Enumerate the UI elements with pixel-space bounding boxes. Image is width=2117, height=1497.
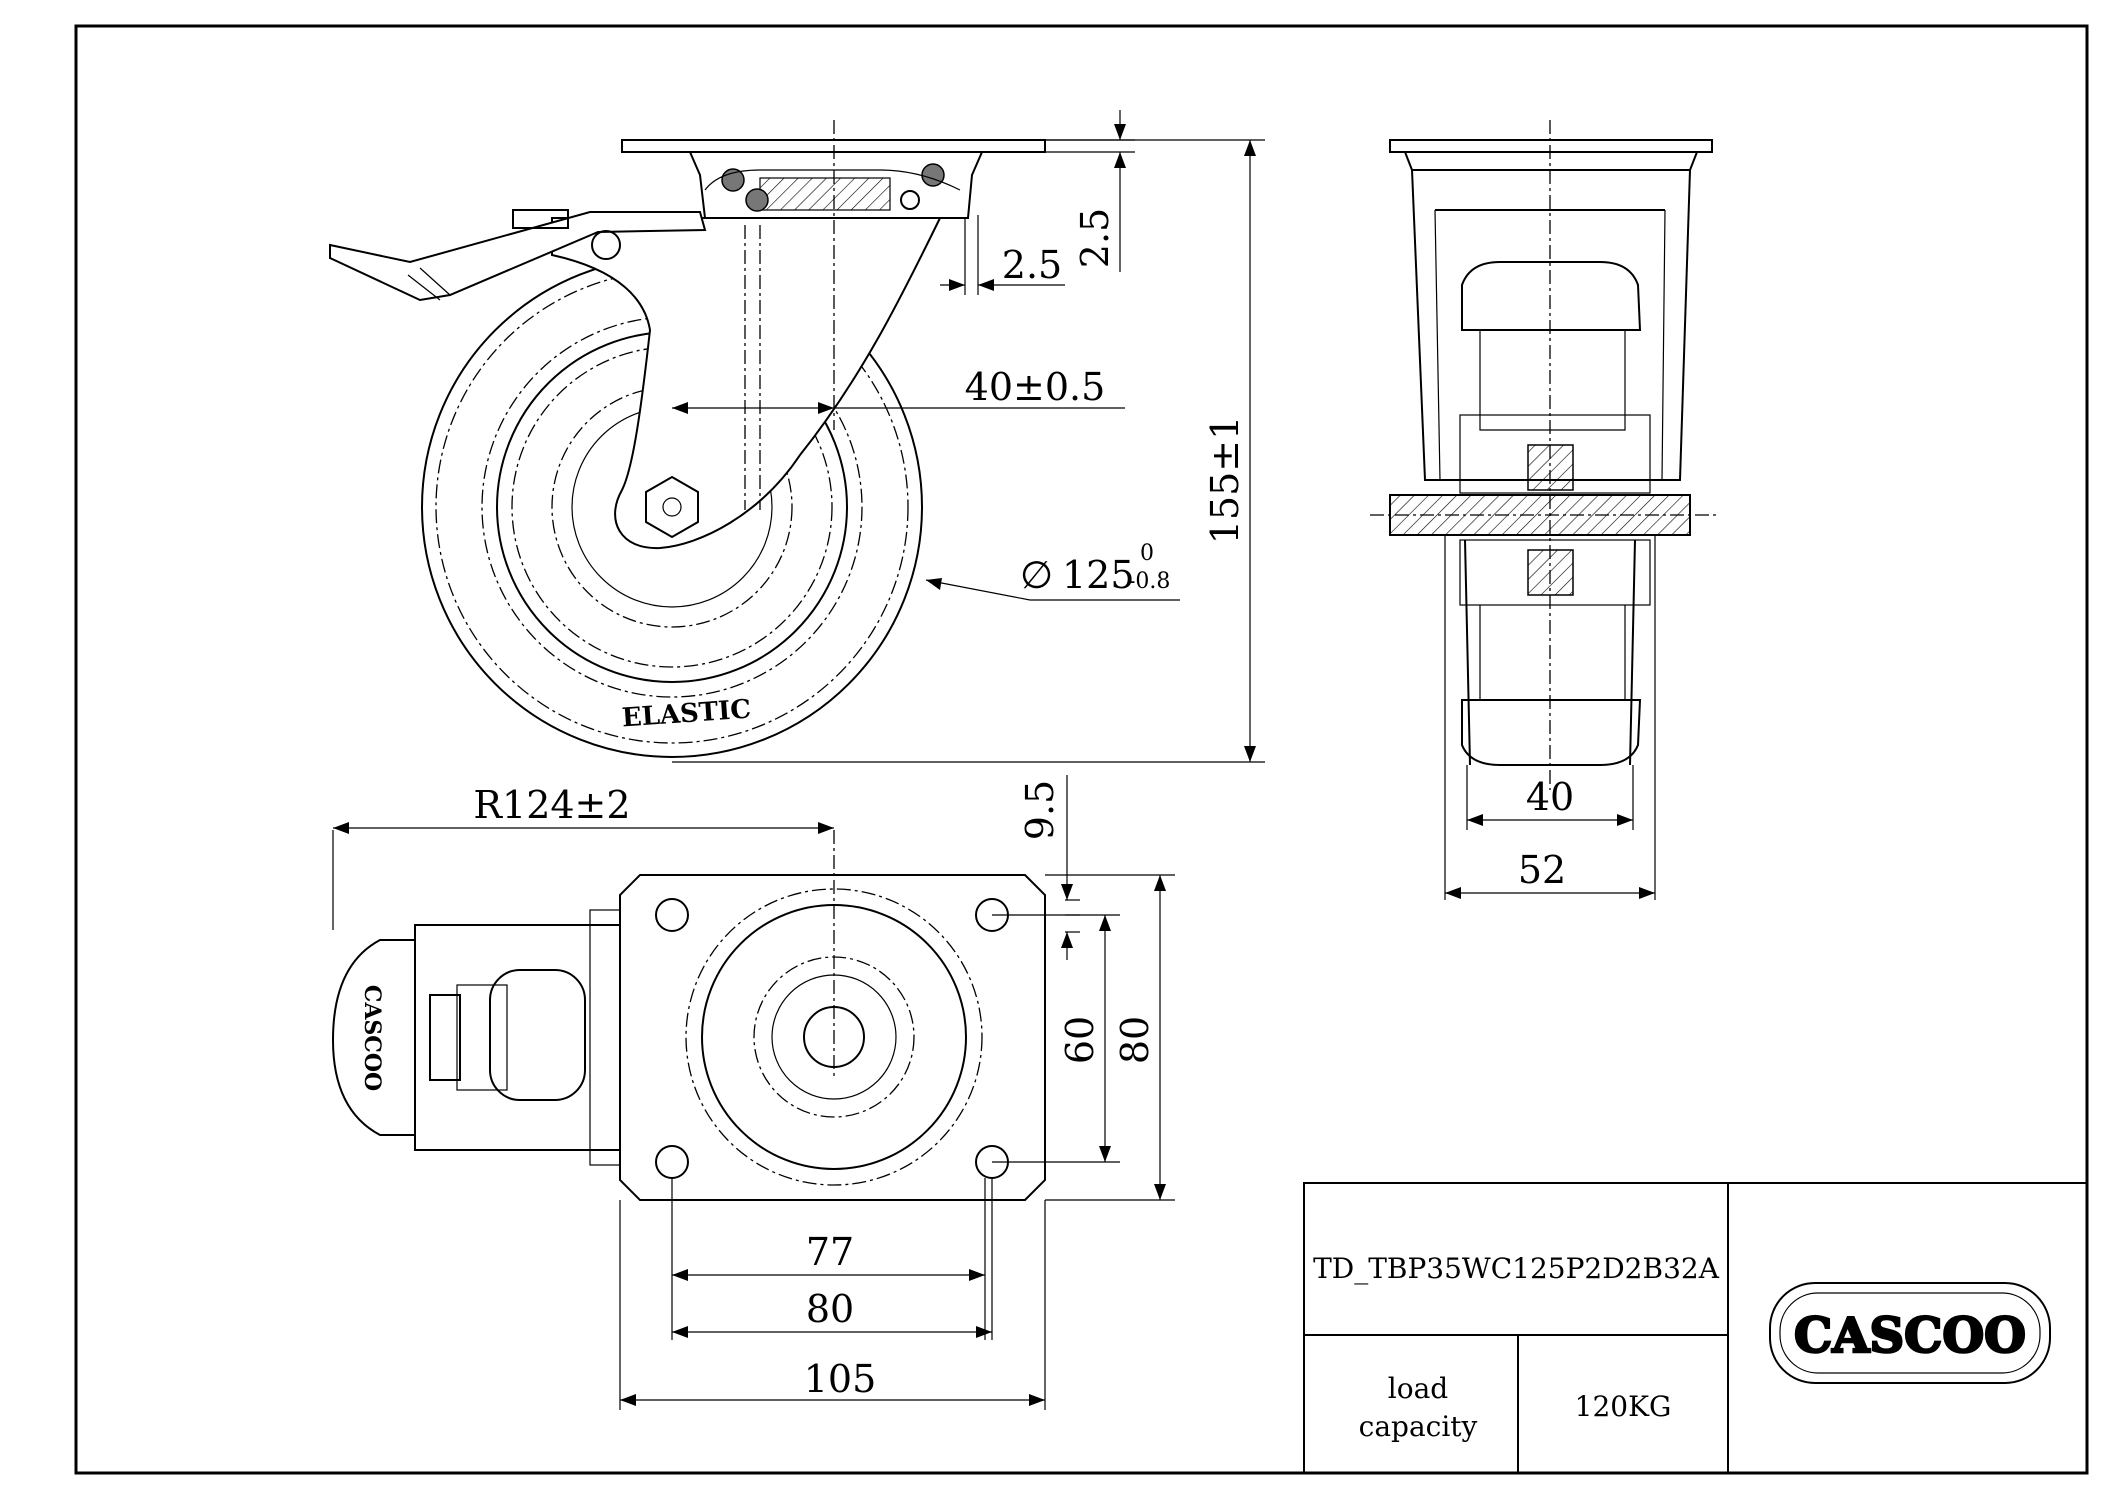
dim-leader [925,579,1031,601]
front-top-plate [1389,139,1713,153]
dim-arrow [1445,887,1461,899]
side-axle-center [662,497,682,517]
side-brake-pivot [591,230,621,260]
dim-plate-width-y: 80 [1113,1016,1157,1064]
dim-offset: 40±0.5 [965,365,1106,409]
dim-hole-spacing-y: 60 [1058,1016,1102,1064]
title-logo-inner [1779,1292,2041,1374]
dim-arrow [1061,932,1073,948]
title-logo-outline [1769,1282,2051,1384]
top-view-dimensions: R124±2 9.5 60 80 77 [332,775,1175,1410]
part-number: TD_TBP35WC125P2D2B32A [1313,1252,1720,1285]
top-brake-slot [429,994,461,1081]
dim-arrow [672,402,688,414]
dim-swivel-radius: R124±2 [473,783,630,827]
load-value: 120KG [1575,1390,1672,1423]
side-ball-3 [921,163,945,187]
front-wheel-tyre-bottom [1461,699,1642,766]
dim-wheel-tol-lower: -0.8 [1128,569,1170,594]
dim-wheel-tol-upper: 0 [1140,541,1154,566]
side-view: ELASTIC [329,120,1046,758]
title-block-border [1303,1182,2088,1474]
dim-arrow [1099,1146,1111,1162]
dim-arrow [1467,814,1483,826]
side-brake-lever [329,211,707,302]
dim-arrow [969,1269,985,1281]
dim-arrow [333,822,349,834]
top-brake-lever [489,969,586,1101]
dim-wheel-width: 40 [1526,775,1574,819]
side-ball-2 [745,188,769,212]
top-race-outer [685,888,983,1186]
dim-arrow [818,402,834,414]
dim-hole-spacing-x: 77 [806,1230,854,1274]
side-wheel-hub-outer [551,386,793,628]
front-fork-outer [1411,169,1691,481]
front-wheel-tyre-top [1461,261,1642,331]
dim-arrow [1617,814,1633,826]
dim-bracket-width: 52 [1518,848,1566,892]
dim-arrow [672,1326,688,1338]
dim-arrow [1244,140,1256,156]
dim-arrow [1114,152,1126,168]
side-bearing-race [759,177,891,211]
dim-arrow [1099,915,1111,931]
dim-arrow [1061,884,1073,900]
dim-arrow [1639,887,1655,899]
front-wheel-hub-bottom [1479,605,1626,701]
side-view-dimensions: 2.5 2.5 40±0.5 ∅ 125 0 -0.8 155±1 [672,110,1265,763]
dim-hole-span-x: 80 [806,1287,854,1331]
drawing-frame [74,24,2089,1475]
dim-hole-offset: 9.5 [1018,780,1062,840]
front-fork-inner [1434,209,1666,481]
side-ball-4 [900,190,920,210]
top-bolt-hole-tl [655,898,689,932]
dim-diameter-symbol: ∅ [1020,553,1053,597]
front-view-dimensions: 40 52 [1444,535,1656,900]
load-label-line2: capacity [1359,1410,1478,1443]
dim-arrow [978,279,994,291]
top-brake-slot-frame [456,984,508,1091]
dim-arrow [1154,875,1166,891]
dim-top-gap-h: 2.5 [1002,243,1062,287]
load-label-line1: load [1388,1372,1449,1405]
top-bolt-hole-bl [655,1145,689,1179]
dim-top-gap-v: 2.5 [1073,208,1117,268]
dim-arrow [1244,746,1256,762]
front-view [1370,120,1720,790]
side-brake-detail [407,267,451,301]
front-wheel-hub-top [1479,330,1626,431]
dim-arrow [1029,1394,1045,1406]
dim-arrow [926,578,942,590]
front-hub-section-top [1459,414,1651,494]
dim-arrow [672,1269,688,1281]
front-bearing-housing [1404,151,1698,171]
side-wheel-marking: ELASTIC [621,695,752,734]
top-brake-housing [414,924,621,1151]
side-fork-leg [551,217,942,550]
top-brake-bracket [589,909,621,1166]
dim-wheel-diameter: 125 [1062,553,1135,597]
top-brake-logo: CASCOO [359,985,385,1091]
dim-plate-length-x: 105 [804,1357,877,1401]
side-housing-inner [704,169,961,191]
dim-arrow [1114,124,1126,140]
title-logo: CASCOO [1794,1308,2026,1364]
side-axle-nut [645,475,699,539]
front-hub-section-bottom [1459,539,1651,606]
top-brake-pedal [331,939,416,1136]
dim-arrow [949,279,965,291]
dim-arrow [1154,1184,1166,1200]
dim-arrow [818,822,834,834]
dim-arrow [976,1326,992,1338]
front-wheel-sides [1464,539,1636,766]
title-block: TD_TBP35WC125P2D2B32A load capacity 120K… [1303,1182,2088,1474]
top-view: CASCOO [331,830,1046,1201]
side-brake-pedal-top [512,209,569,229]
side-ball-1 [721,168,745,192]
dim-arrow [620,1394,636,1406]
dim-height: 155±1 [1203,416,1247,545]
